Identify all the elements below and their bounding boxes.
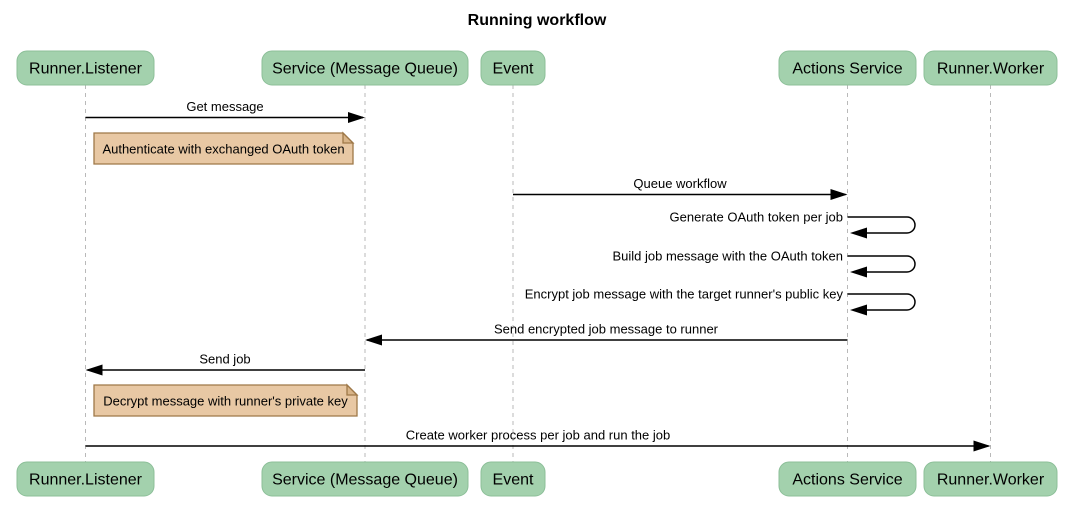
self-message-generate-oauth-token: Generate OAuth token per job bbox=[670, 210, 916, 239]
participant-box bbox=[923, 461, 1058, 497]
participant-label: Runner.Worker bbox=[937, 472, 1045, 489]
message-label: Send job bbox=[199, 352, 250, 367]
participant-box bbox=[261, 50, 469, 86]
self-loop-line bbox=[847, 293, 916, 311]
arrowhead-right-icon bbox=[973, 440, 991, 452]
arrowhead-left-icon bbox=[850, 266, 867, 278]
note-fold-icon bbox=[342, 131, 355, 144]
note-decrypt-message: Decrypt message with runner's private ke… bbox=[93, 383, 359, 417]
participant-label: Actions Service bbox=[792, 472, 902, 489]
note-authenticate-oauth: Authenticate with exchanged OAuth token bbox=[93, 131, 355, 165]
participant-box bbox=[480, 50, 546, 86]
participants-top: Runner.Listener Service (Message Queue) … bbox=[16, 50, 1058, 86]
note-label: Decrypt message with runner's private ke… bbox=[103, 394, 348, 409]
participant-label: Runner.Listener bbox=[29, 472, 143, 489]
message-label: Get message bbox=[186, 99, 263, 114]
participant-box bbox=[778, 461, 917, 497]
participant-label: Runner.Listener bbox=[29, 61, 143, 78]
note-box bbox=[93, 384, 358, 417]
participant-box bbox=[480, 461, 546, 497]
self-loop-line bbox=[847, 216, 916, 234]
participant-top-service-message-queue: Service (Message Queue) bbox=[261, 50, 469, 86]
message-label: Send encrypted job message to runner bbox=[494, 322, 719, 337]
diagram-title: Running workflow bbox=[468, 12, 607, 29]
participant-box bbox=[778, 50, 917, 86]
arrowhead-right-icon bbox=[348, 112, 365, 123]
participant-top-runner-worker: Runner.Worker bbox=[923, 50, 1058, 86]
self-loop-line bbox=[847, 255, 916, 273]
message-get-message: Get message bbox=[85, 99, 365, 123]
arrowhead-left-icon bbox=[85, 364, 103, 376]
note-fold-icon bbox=[346, 383, 359, 396]
participant-label: Event bbox=[493, 472, 534, 489]
note-label: Authenticate with exchanged OAuth token bbox=[102, 142, 344, 157]
participant-bottom-runner-worker: Runner.Worker bbox=[923, 461, 1058, 497]
message-label: Encrypt job message with the target runn… bbox=[525, 287, 844, 302]
participant-box bbox=[16, 461, 155, 497]
participant-label: Runner.Worker bbox=[937, 61, 1045, 78]
participant-box bbox=[923, 50, 1058, 86]
participant-box bbox=[16, 50, 155, 86]
participant-bottom-service-message-queue: Service (Message Queue) bbox=[261, 461, 469, 497]
message-label: Create worker process per job and run th… bbox=[406, 428, 670, 443]
message-label: Queue workflow bbox=[633, 176, 727, 191]
arrowhead-left-icon bbox=[850, 227, 867, 239]
participant-top-runner-listener: Runner.Listener bbox=[16, 50, 155, 86]
participant-bottom-event: Event bbox=[480, 461, 546, 497]
participant-top-event: Event bbox=[480, 50, 546, 86]
participant-top-actions-service: Actions Service bbox=[778, 50, 917, 86]
self-message-encrypt-job-message: Encrypt job message with the target runn… bbox=[525, 287, 916, 316]
participants-bottom: Runner.Listener Service (Message Queue) … bbox=[16, 461, 1058, 497]
arrowhead-left-icon bbox=[365, 334, 382, 346]
participant-label: Service (Message Queue) bbox=[272, 472, 458, 489]
message-send-encrypted-job: Send encrypted job message to runner bbox=[365, 322, 848, 346]
message-create-worker-process: Create worker process per job and run th… bbox=[85, 428, 991, 452]
participant-box bbox=[261, 461, 469, 497]
self-message-build-job-message: Build job message with the OAuth token bbox=[612, 249, 916, 278]
lifelines bbox=[85, 85, 991, 462]
arrowhead-left-icon bbox=[850, 304, 867, 316]
message-queue-workflow: Queue workflow bbox=[513, 176, 848, 200]
participant-label: Actions Service bbox=[792, 61, 902, 78]
participant-label: Service (Message Queue) bbox=[272, 61, 458, 78]
participant-bottom-actions-service: Actions Service bbox=[778, 461, 917, 497]
message-label: Build job message with the OAuth token bbox=[612, 249, 843, 264]
arrowhead-right-icon bbox=[830, 189, 848, 200]
note-box bbox=[93, 132, 354, 165]
message-send-job: Send job bbox=[85, 352, 365, 376]
participant-label: Event bbox=[493, 61, 534, 78]
message-label: Generate OAuth token per job bbox=[670, 210, 843, 225]
participant-bottom-runner-listener: Runner.Listener bbox=[16, 461, 155, 497]
